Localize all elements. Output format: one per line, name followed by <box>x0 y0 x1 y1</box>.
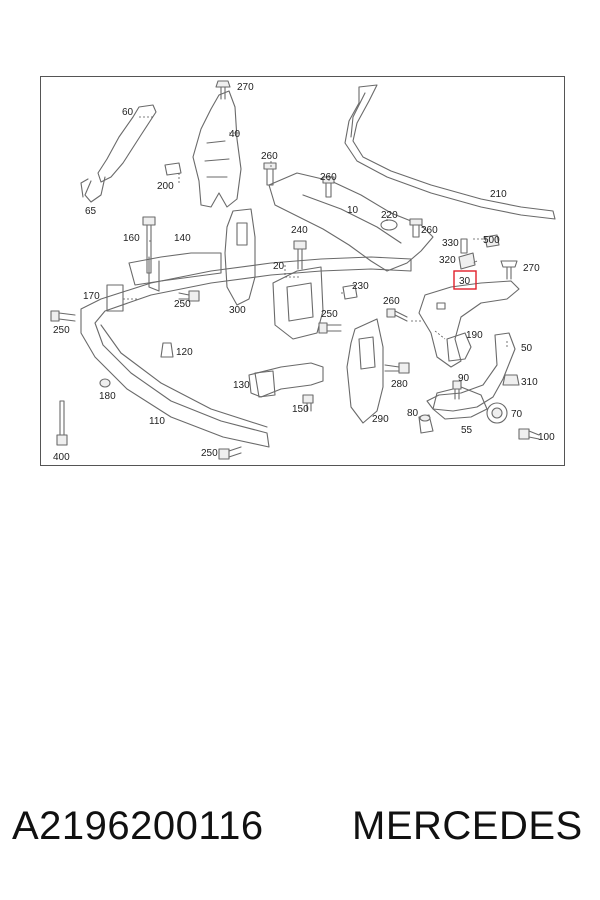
callout-label: 65 <box>85 206 97 217</box>
bracket-20 <box>272 266 324 340</box>
callout-label: 310 <box>521 377 538 388</box>
bracket-60 <box>80 104 157 203</box>
bracket-140 <box>128 216 222 292</box>
callout-label: 250 <box>174 299 191 310</box>
highlight-box-30 <box>453 270 477 290</box>
callout-label: 270 <box>237 82 254 93</box>
bolt-250-a <box>50 310 76 322</box>
callout-label: 240 <box>291 225 308 236</box>
callout-label: 60 <box>122 107 134 118</box>
bolt-250-d <box>218 446 242 460</box>
parts-diagram: 270 60 40 200 65 260 260 10 210 220 260 … <box>50 80 556 463</box>
callout-label: 100 <box>538 432 555 443</box>
stud-400 <box>56 400 68 446</box>
bolt-250-c <box>318 322 342 334</box>
callout-label: 260 <box>261 151 278 162</box>
callout-label: 20 <box>273 261 285 272</box>
callout-label: 250 <box>321 309 338 320</box>
callout-label: 330 <box>442 238 459 249</box>
callout-label: 160 <box>123 233 140 244</box>
callout-label: 200 <box>157 181 174 192</box>
bracket-130 <box>248 362 324 398</box>
bracket-55 <box>432 386 488 420</box>
grommet-120 <box>160 342 174 358</box>
callout-label: 250 <box>201 448 218 459</box>
callout-label: 260 <box>383 296 400 307</box>
bolt-280 <box>384 362 410 374</box>
bolt-90 <box>452 380 462 400</box>
callout-label: 170 <box>83 291 100 302</box>
callout-label: 70 <box>511 409 523 420</box>
bolt-250-b <box>178 290 200 302</box>
bracket-320 <box>458 234 500 270</box>
callout-label: 190 <box>466 330 483 341</box>
bolt-260-a <box>263 162 277 186</box>
cap-310 <box>502 374 520 386</box>
callout-label: 270 <box>523 263 540 274</box>
leader-lines <box>123 116 508 347</box>
bolt-270-top <box>215 80 231 100</box>
callout-label: 320 <box>439 255 456 266</box>
callout-label: 40 <box>229 129 241 140</box>
grommet-180 <box>99 378 111 388</box>
diagram-frame: 270 60 40 200 65 260 260 10 210 220 260 … <box>40 76 565 466</box>
callout-label: 220 <box>381 210 398 221</box>
callout-label: 50 <box>521 343 533 354</box>
pillar-40 <box>192 90 242 208</box>
bracket-190 <box>446 332 472 362</box>
callout-label: 290 <box>372 414 389 425</box>
bracket-290 <box>346 318 384 424</box>
bolt-270-right <box>500 260 518 280</box>
callout-label: 90 <box>458 373 470 384</box>
arm-50 <box>426 332 516 412</box>
callout-label: 500 <box>483 235 500 246</box>
bracket-300 <box>224 208 256 306</box>
callout-label: 400 <box>53 452 70 463</box>
callout-label: 280 <box>391 379 408 390</box>
bolt-150 <box>302 394 314 412</box>
callout-labels: 270 60 40 200 65 260 260 10 210 220 260 … <box>53 82 555 463</box>
clip-200 <box>164 162 182 176</box>
clip-230 <box>342 284 358 300</box>
callout-label: 10 <box>347 205 359 216</box>
bolt-240 <box>293 240 307 270</box>
callout-label: 120 <box>176 347 193 358</box>
callout-label: 55 <box>461 425 473 436</box>
callout-label: 110 <box>149 416 165 427</box>
callout-label: 300 <box>229 305 246 316</box>
callout-label: 180 <box>99 391 116 402</box>
callout-label: 250 <box>53 325 70 336</box>
beam-210 <box>344 84 556 220</box>
spacer-170 <box>106 284 124 312</box>
part-number: A2196200116 <box>12 804 264 848</box>
callout-label-highlighted: 30 <box>459 276 471 287</box>
callout-label: 230 <box>352 281 369 292</box>
bolt-100 <box>518 428 540 440</box>
bushing-80 <box>418 414 434 434</box>
callout-label: 150 <box>292 404 309 415</box>
bracket-30 <box>418 280 520 368</box>
grommet-220 <box>380 219 398 231</box>
callout-label: 80 <box>407 408 419 419</box>
callout-label: 130 <box>233 380 250 391</box>
bolt-260-d <box>386 308 408 322</box>
bolt-260-c <box>409 218 423 238</box>
crossmember-10 <box>268 172 434 272</box>
callout-label: 260 <box>320 172 337 183</box>
bushing-70 <box>486 402 508 424</box>
callout-label: 140 <box>174 233 191 244</box>
brand-name: MERCEDES <box>352 804 583 848</box>
callout-label: 260 <box>421 225 438 236</box>
callout-label: 210 <box>490 189 507 200</box>
beam-110 <box>80 256 412 448</box>
